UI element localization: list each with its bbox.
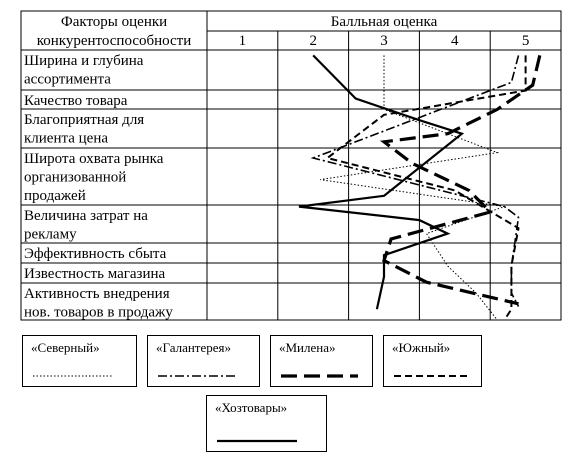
factor-label: Качество товара — [24, 93, 128, 109]
legend-label: «Галантерея» — [156, 340, 231, 355]
competitiveness-chart: Факторы оценки конкурентоспособности Балль… — [20, 10, 562, 321]
series-line-2 — [310, 55, 520, 307]
series-line-4 — [325, 55, 527, 321]
score-tick-label: 5 — [522, 33, 530, 49]
series-line-5 — [298, 54, 465, 310]
legend-entry-2: «Галантерея» — [147, 335, 260, 387]
factor-label: Известность магазина — [24, 266, 166, 282]
legend-entry-5: «Хозтовары» — [206, 395, 327, 452]
score-tick-label: 1 — [239, 33, 247, 49]
score-tick-label: 2 — [309, 33, 317, 49]
legend-entry-4: «Южный» — [383, 335, 482, 387]
series-line-3 — [379, 55, 542, 306]
factor-header-text: конкурентоспособности — [37, 33, 192, 49]
factor-header-text: Факторы оценки — [61, 14, 167, 30]
factor-label: нов. товаров в продажу — [24, 305, 173, 321]
legend-label: «Милена» — [279, 340, 336, 355]
factor-label: Широта охвата рынка — [24, 151, 164, 167]
factor-label: Благоприятная для — [24, 112, 144, 128]
legend-swatch — [158, 375, 238, 377]
factor-label: рекламу — [24, 227, 77, 243]
score-tick-label: 3 — [380, 33, 388, 49]
table-border — [20, 10, 562, 321]
score-tick-label: 4 — [451, 33, 459, 49]
factor-label: ассортимента — [24, 72, 111, 88]
factor-label: клиента цена — [24, 131, 108, 147]
legend-entry-3: «Милена» — [270, 335, 373, 387]
legend-swatch — [281, 374, 358, 378]
factor-label: Ширина и глубина — [24, 53, 144, 69]
legend-swatch — [217, 439, 297, 443]
factor-label: Величина затрат на — [24, 208, 148, 224]
legend-label: «Северный» — [31, 340, 100, 355]
factor-label: Эффективность сбыта — [24, 246, 167, 262]
legend-swatch — [394, 375, 467, 377]
factor-label: продажей — [24, 188, 86, 204]
legend-entry-1: «Северный» — [22, 335, 137, 387]
factor-label: организованной — [24, 170, 126, 186]
legend-label: «Южный» — [392, 340, 451, 355]
legend-swatch — [33, 375, 113, 377]
factor-label: Активность внедрения — [24, 286, 170, 302]
legend-label: «Хозтовары» — [215, 400, 288, 415]
score-header-text: Балльная оценка — [331, 14, 438, 30]
